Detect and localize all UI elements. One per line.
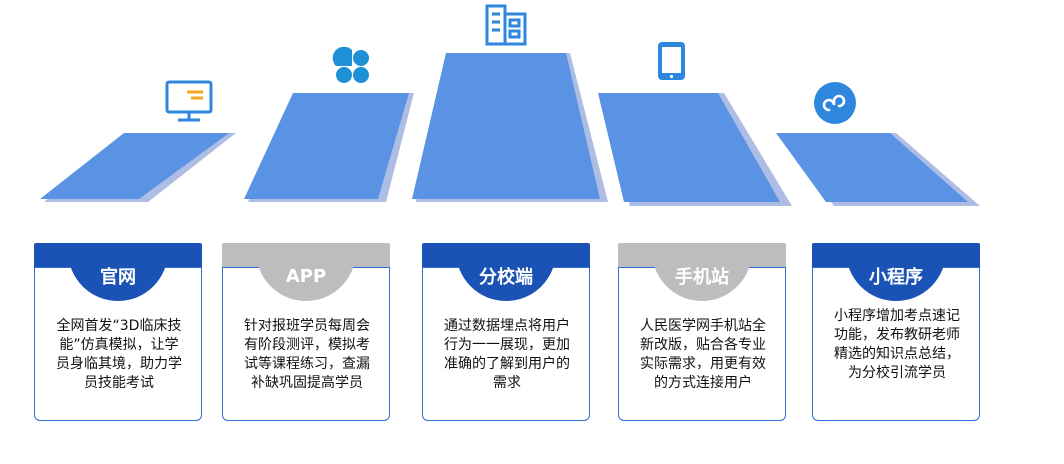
platform-panels xyxy=(40,4,980,206)
card-official-site: 官网 全网首发“3D临床技能”仿真模拟，让学 员身临其境，助力学员技能考试 xyxy=(34,243,202,421)
mobile-phone-icon xyxy=(658,42,685,80)
mini-program-icon xyxy=(814,82,856,124)
panel-4 xyxy=(598,93,780,202)
panel-3 xyxy=(412,53,600,199)
card-description: 通过数据埋点将用户行为一一展现，更加 准确的了解到用户的需求 xyxy=(444,318,570,391)
monitor-icon xyxy=(165,80,213,122)
card-description: 人民医学网手机站全新改版，贴合各专业 实际需求，用更有效的方式连接用户 xyxy=(640,318,766,391)
panel-5 xyxy=(776,133,968,202)
card-description: 全网首发“3D临床技能”仿真模拟，让学 员身临其境，助力学员技能考试 xyxy=(56,318,182,391)
card-mobile-site: 手机站 人民医学网手机站全新改版，贴合各专业 实际需求，用更有效的方式连接用户 xyxy=(618,243,786,421)
panel-1 xyxy=(40,133,229,199)
card-branch: 分校端 通过数据埋点将用户行为一一展现，更加 准确的了解到用户的需求 xyxy=(422,243,590,421)
card-description: 小程序增加考点速记功能，发布教研老师 精选的知识点总结，为分校引流学员 xyxy=(834,308,960,381)
panel-2 xyxy=(244,93,409,199)
app-grid-icon xyxy=(332,46,369,83)
card-description: 针对报班学员每周会有阶段测评，模拟考 试等课程练习，查漏补缺巩固提高学员 xyxy=(244,318,370,391)
card-mini-program: 小程序 小程序增加考点速记功能，发布教研老师 精选的知识点总结，为分校引流学员 xyxy=(812,243,980,421)
building-icon xyxy=(485,4,527,46)
card-app: APP 针对报班学员每周会有阶段测评，模拟考 试等课程练习，查漏补缺巩固提高学员 xyxy=(222,243,390,421)
